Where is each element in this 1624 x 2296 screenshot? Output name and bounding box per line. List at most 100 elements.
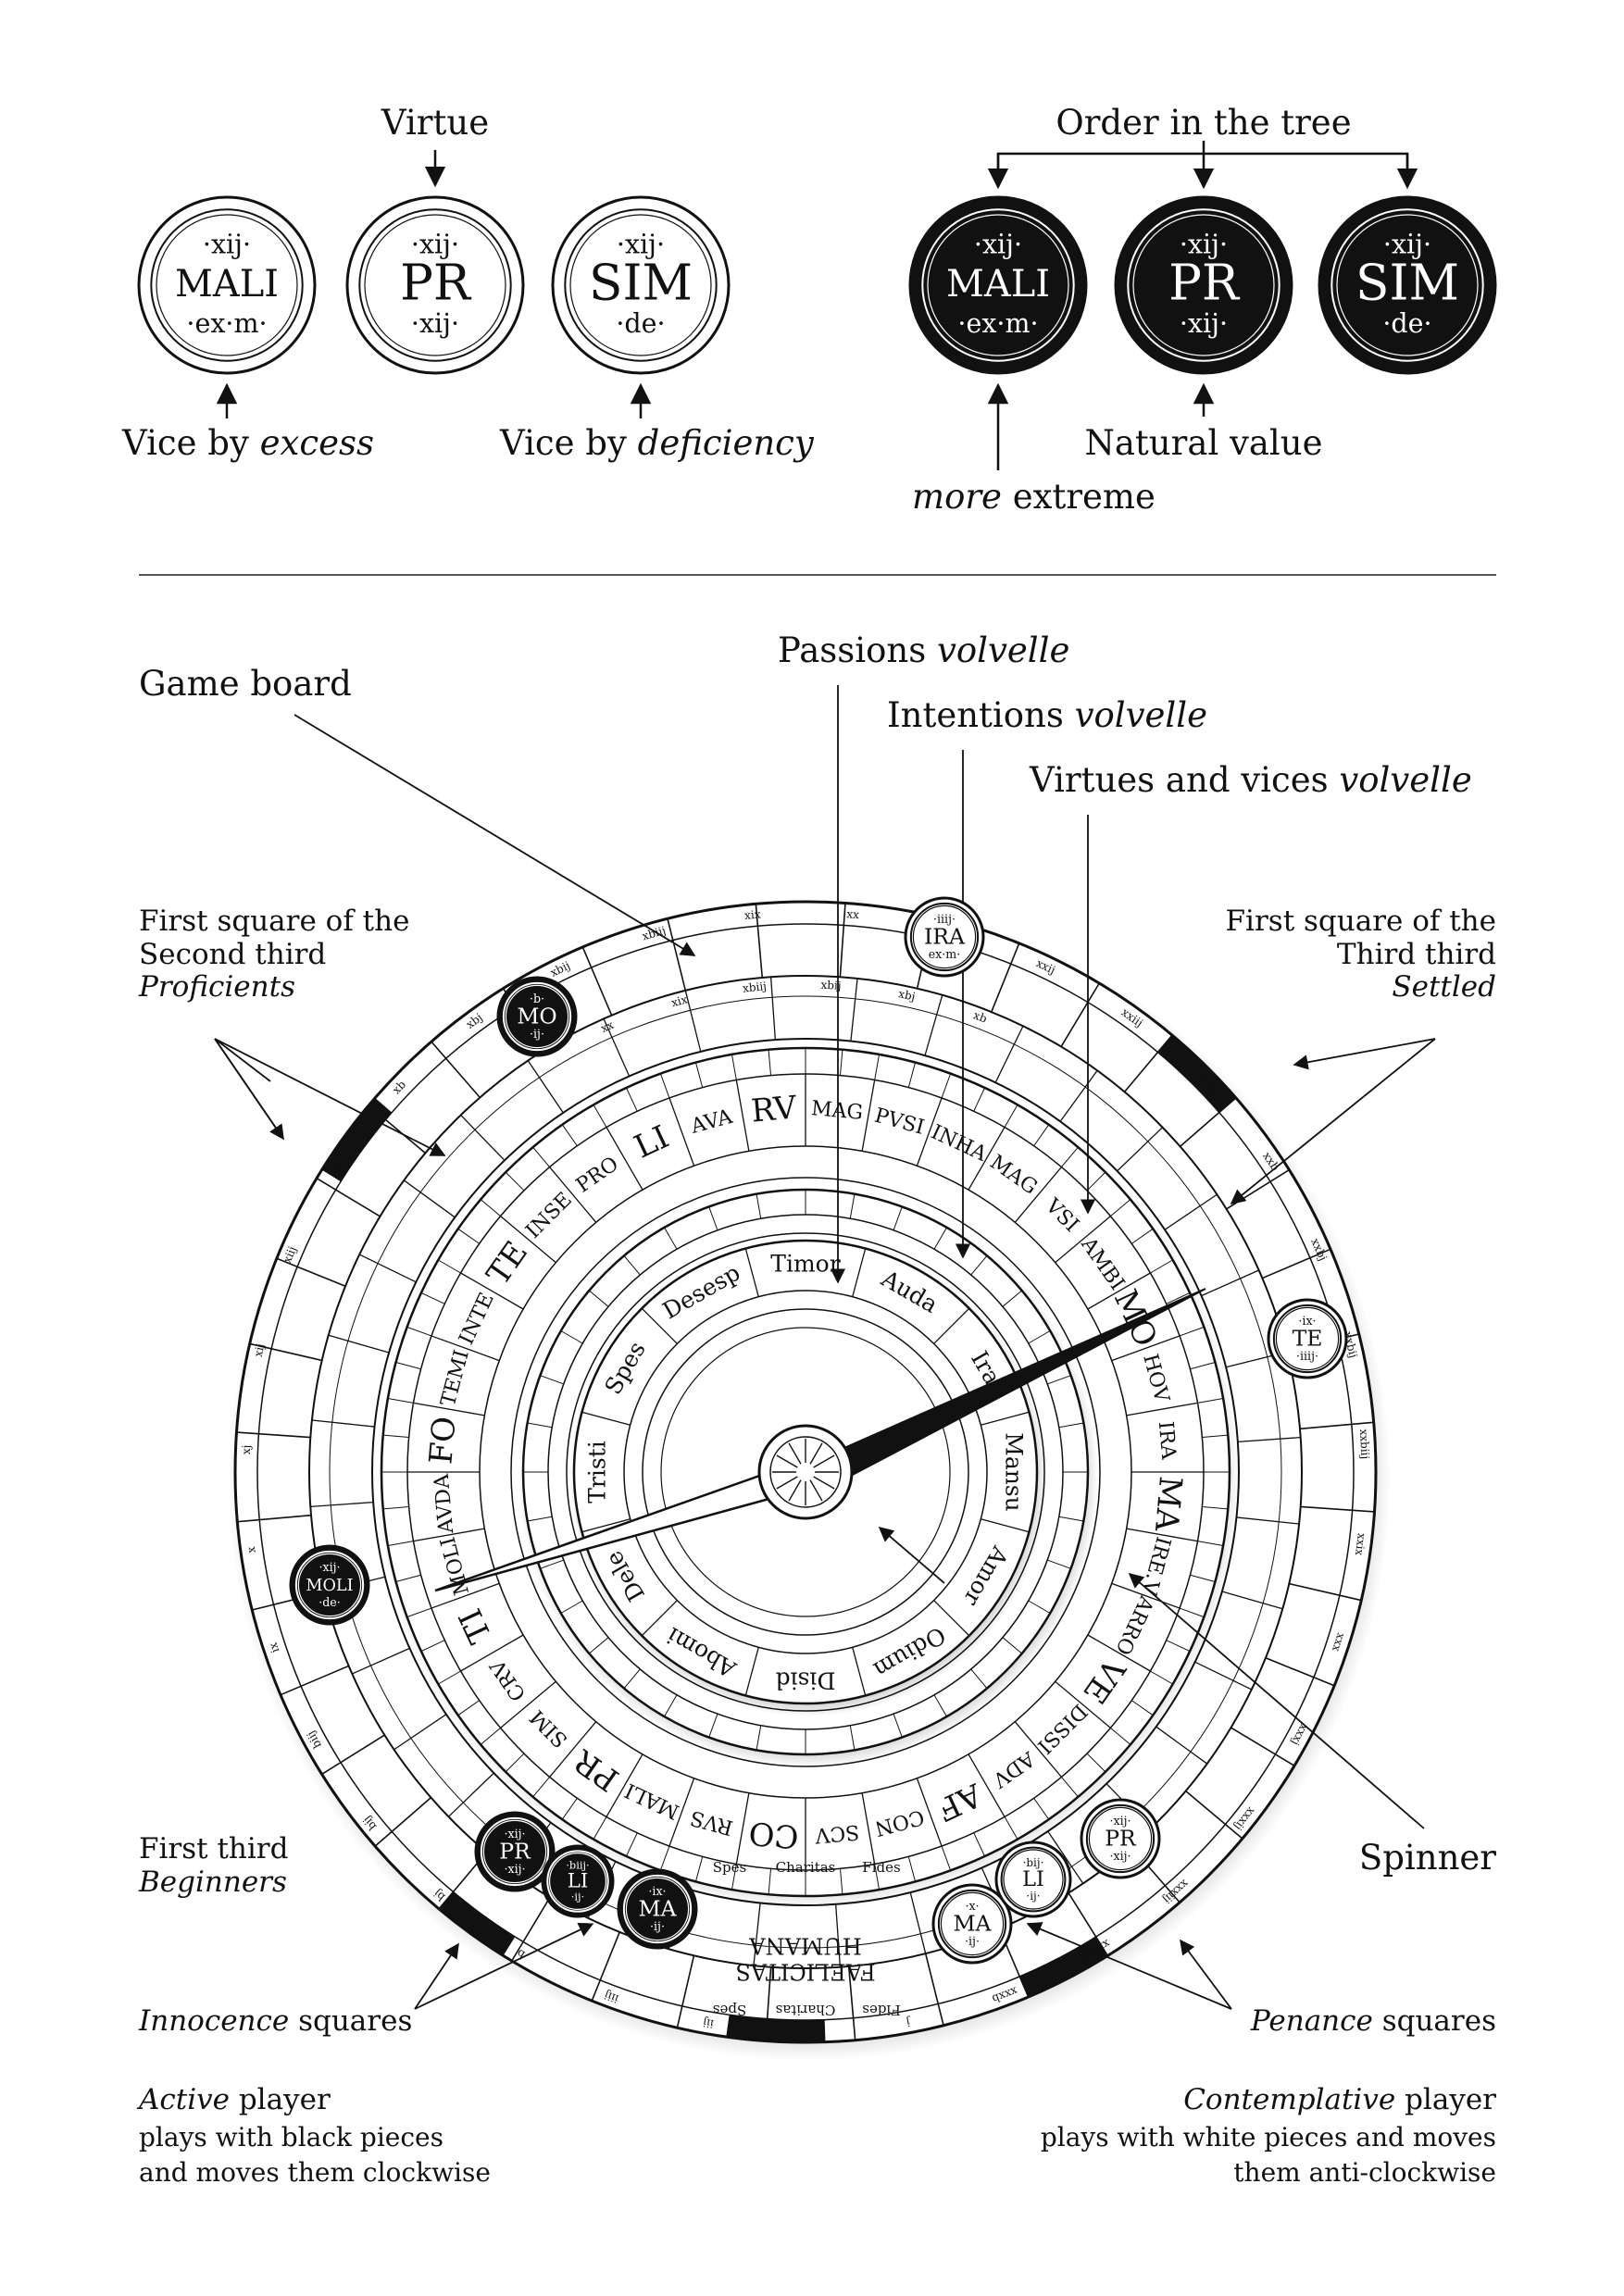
token-outer	[474, 1811, 556, 1892]
outer-square-divider	[249, 1342, 322, 1362]
tick-divider	[1004, 1104, 1018, 1128]
intention-tick	[664, 1227, 678, 1250]
virtue-cell-divider	[861, 1079, 876, 1152]
token-bot-text: ·ij·	[965, 1934, 980, 1948]
passion-cell-divider	[744, 1248, 759, 1297]
token-top-text: ·b·	[530, 992, 544, 1005]
intention-tick	[893, 1206, 903, 1230]
token-top-text: ·iiij·	[933, 912, 956, 926]
outer-ring-number: xiij	[281, 1244, 299, 1265]
second-square-divider	[358, 1254, 417, 1283]
virtue-cell-divider	[500, 1216, 556, 1264]
token-bot-text: ·ij·	[650, 1919, 665, 1933]
passion-cell-label: Tristi	[584, 1441, 611, 1504]
spinner-label: Spinner	[1358, 1838, 1496, 1878]
outer-square-divider	[1060, 982, 1100, 1047]
tick-divider	[1190, 1361, 1216, 1370]
token-ring	[150, 208, 304, 362]
second-ring-band	[329, 995, 1282, 1949]
token-bot-text: ·xij·	[411, 308, 459, 339]
theological-virtue-outer: Fides	[862, 2002, 900, 2018]
second-square-divider	[328, 1334, 390, 1354]
tick-divider	[593, 1104, 607, 1128]
token-top-text: ·xij·	[1180, 230, 1228, 260]
virtue-cell-divider	[1087, 1272, 1151, 1310]
passion-cell-divider	[744, 1647, 759, 1696]
intention-tick	[708, 1206, 718, 1230]
passion-cell-divider	[981, 1518, 1030, 1533]
token-mid-text: PR	[1168, 254, 1241, 311]
token-outer	[1114, 195, 1293, 375]
virtue-cell-divider	[735, 1792, 750, 1865]
tick-divider	[973, 1087, 986, 1112]
tick-divider	[1110, 1199, 1131, 1217]
token: ·x·MA·ij·	[931, 1883, 1013, 1965]
intention-tick	[933, 1694, 947, 1717]
virtue-cell-label: MA	[1147, 1475, 1189, 1533]
second-square-divider	[1059, 1069, 1098, 1122]
tick-divider	[1202, 1434, 1229, 1439]
virtue-label: Virtue	[381, 103, 490, 143]
token-mid-text: PR	[400, 254, 472, 311]
tick-divider	[505, 1753, 525, 1773]
token-outer	[551, 195, 731, 375]
virtue-cell-label: IRA	[1154, 1420, 1181, 1461]
tick-divider	[1166, 1640, 1191, 1653]
tick-divider	[457, 1228, 481, 1244]
virtue-cell-divider	[1014, 1721, 1062, 1778]
token-ring	[937, 1889, 1007, 1959]
intention-tick	[589, 1637, 609, 1654]
tick-divider	[941, 1073, 952, 1099]
token-bot-text: ·de·	[319, 1595, 341, 1609]
outer-square-divider	[667, 918, 687, 992]
second-ring-number: xx	[599, 1018, 616, 1035]
second-square-divider	[684, 990, 702, 1053]
tick-divider	[1033, 1797, 1050, 1820]
token-outer	[137, 195, 317, 375]
intention-tick	[560, 1330, 583, 1344]
intention-tick	[540, 1375, 564, 1385]
tick-divider	[395, 1361, 421, 1370]
passion-cell-divider	[852, 1248, 867, 1297]
token-ring	[1272, 1304, 1343, 1374]
intention-tick	[849, 1725, 856, 1751]
virtue-cell-divider	[413, 1402, 485, 1416]
outer-ring-number: xxbiij	[1357, 1429, 1372, 1459]
token: ·xij·PR·xij·	[474, 1811, 556, 1892]
token-ring	[1330, 208, 1484, 362]
tick-divider	[1166, 1292, 1191, 1304]
tick-divider	[1131, 1228, 1154, 1244]
theological-virtue-inner: Fides	[862, 1859, 900, 1876]
token-outer	[908, 195, 1088, 375]
outer-ring-number: iij	[702, 2015, 715, 2030]
felicitas-line-1: FAELICITAS	[735, 1959, 875, 1985]
token-bot-text: ·ij·	[530, 1027, 544, 1041]
token-bot-text: ·xij·	[1180, 308, 1228, 339]
intention-tick	[756, 1725, 762, 1751]
innocence-squares-label: Innocence squares	[139, 2004, 413, 2038]
tick-divider	[874, 1054, 881, 1080]
vice-excess-label: Vice by excess	[122, 423, 374, 463]
section-divider	[139, 574, 1496, 576]
virtue-cell-divider	[735, 1079, 750, 1152]
token-ring	[909, 902, 980, 972]
virtue-cell-divider	[916, 1097, 943, 1167]
token: ·bij·LI·ij·	[994, 1841, 1072, 1918]
token-ring	[921, 208, 1075, 362]
intention-tick	[1058, 1516, 1084, 1522]
active-player-label: Active player plays with black pieces an…	[139, 2083, 491, 2188]
virtue-cell-divider	[668, 1097, 695, 1167]
token-mid-text: MALI	[175, 263, 279, 306]
passion-cell-divider	[933, 1600, 970, 1637]
token-outer	[289, 1544, 370, 1626]
outer-square-divider	[237, 1514, 312, 1523]
tick-divider	[395, 1574, 421, 1583]
token-top-text: ·x·	[965, 1899, 979, 1913]
token-outer	[931, 1883, 1013, 1965]
felicitas-humana: HUMANAFAELICITASSpesSpesCharitasCharitas…	[713, 1859, 901, 2018]
intention-tick	[527, 1516, 553, 1522]
outer-square-divider	[374, 1797, 432, 1847]
intention-tick	[623, 1255, 641, 1276]
tick-divider	[457, 1700, 481, 1716]
intention-tick	[1028, 1600, 1051, 1614]
